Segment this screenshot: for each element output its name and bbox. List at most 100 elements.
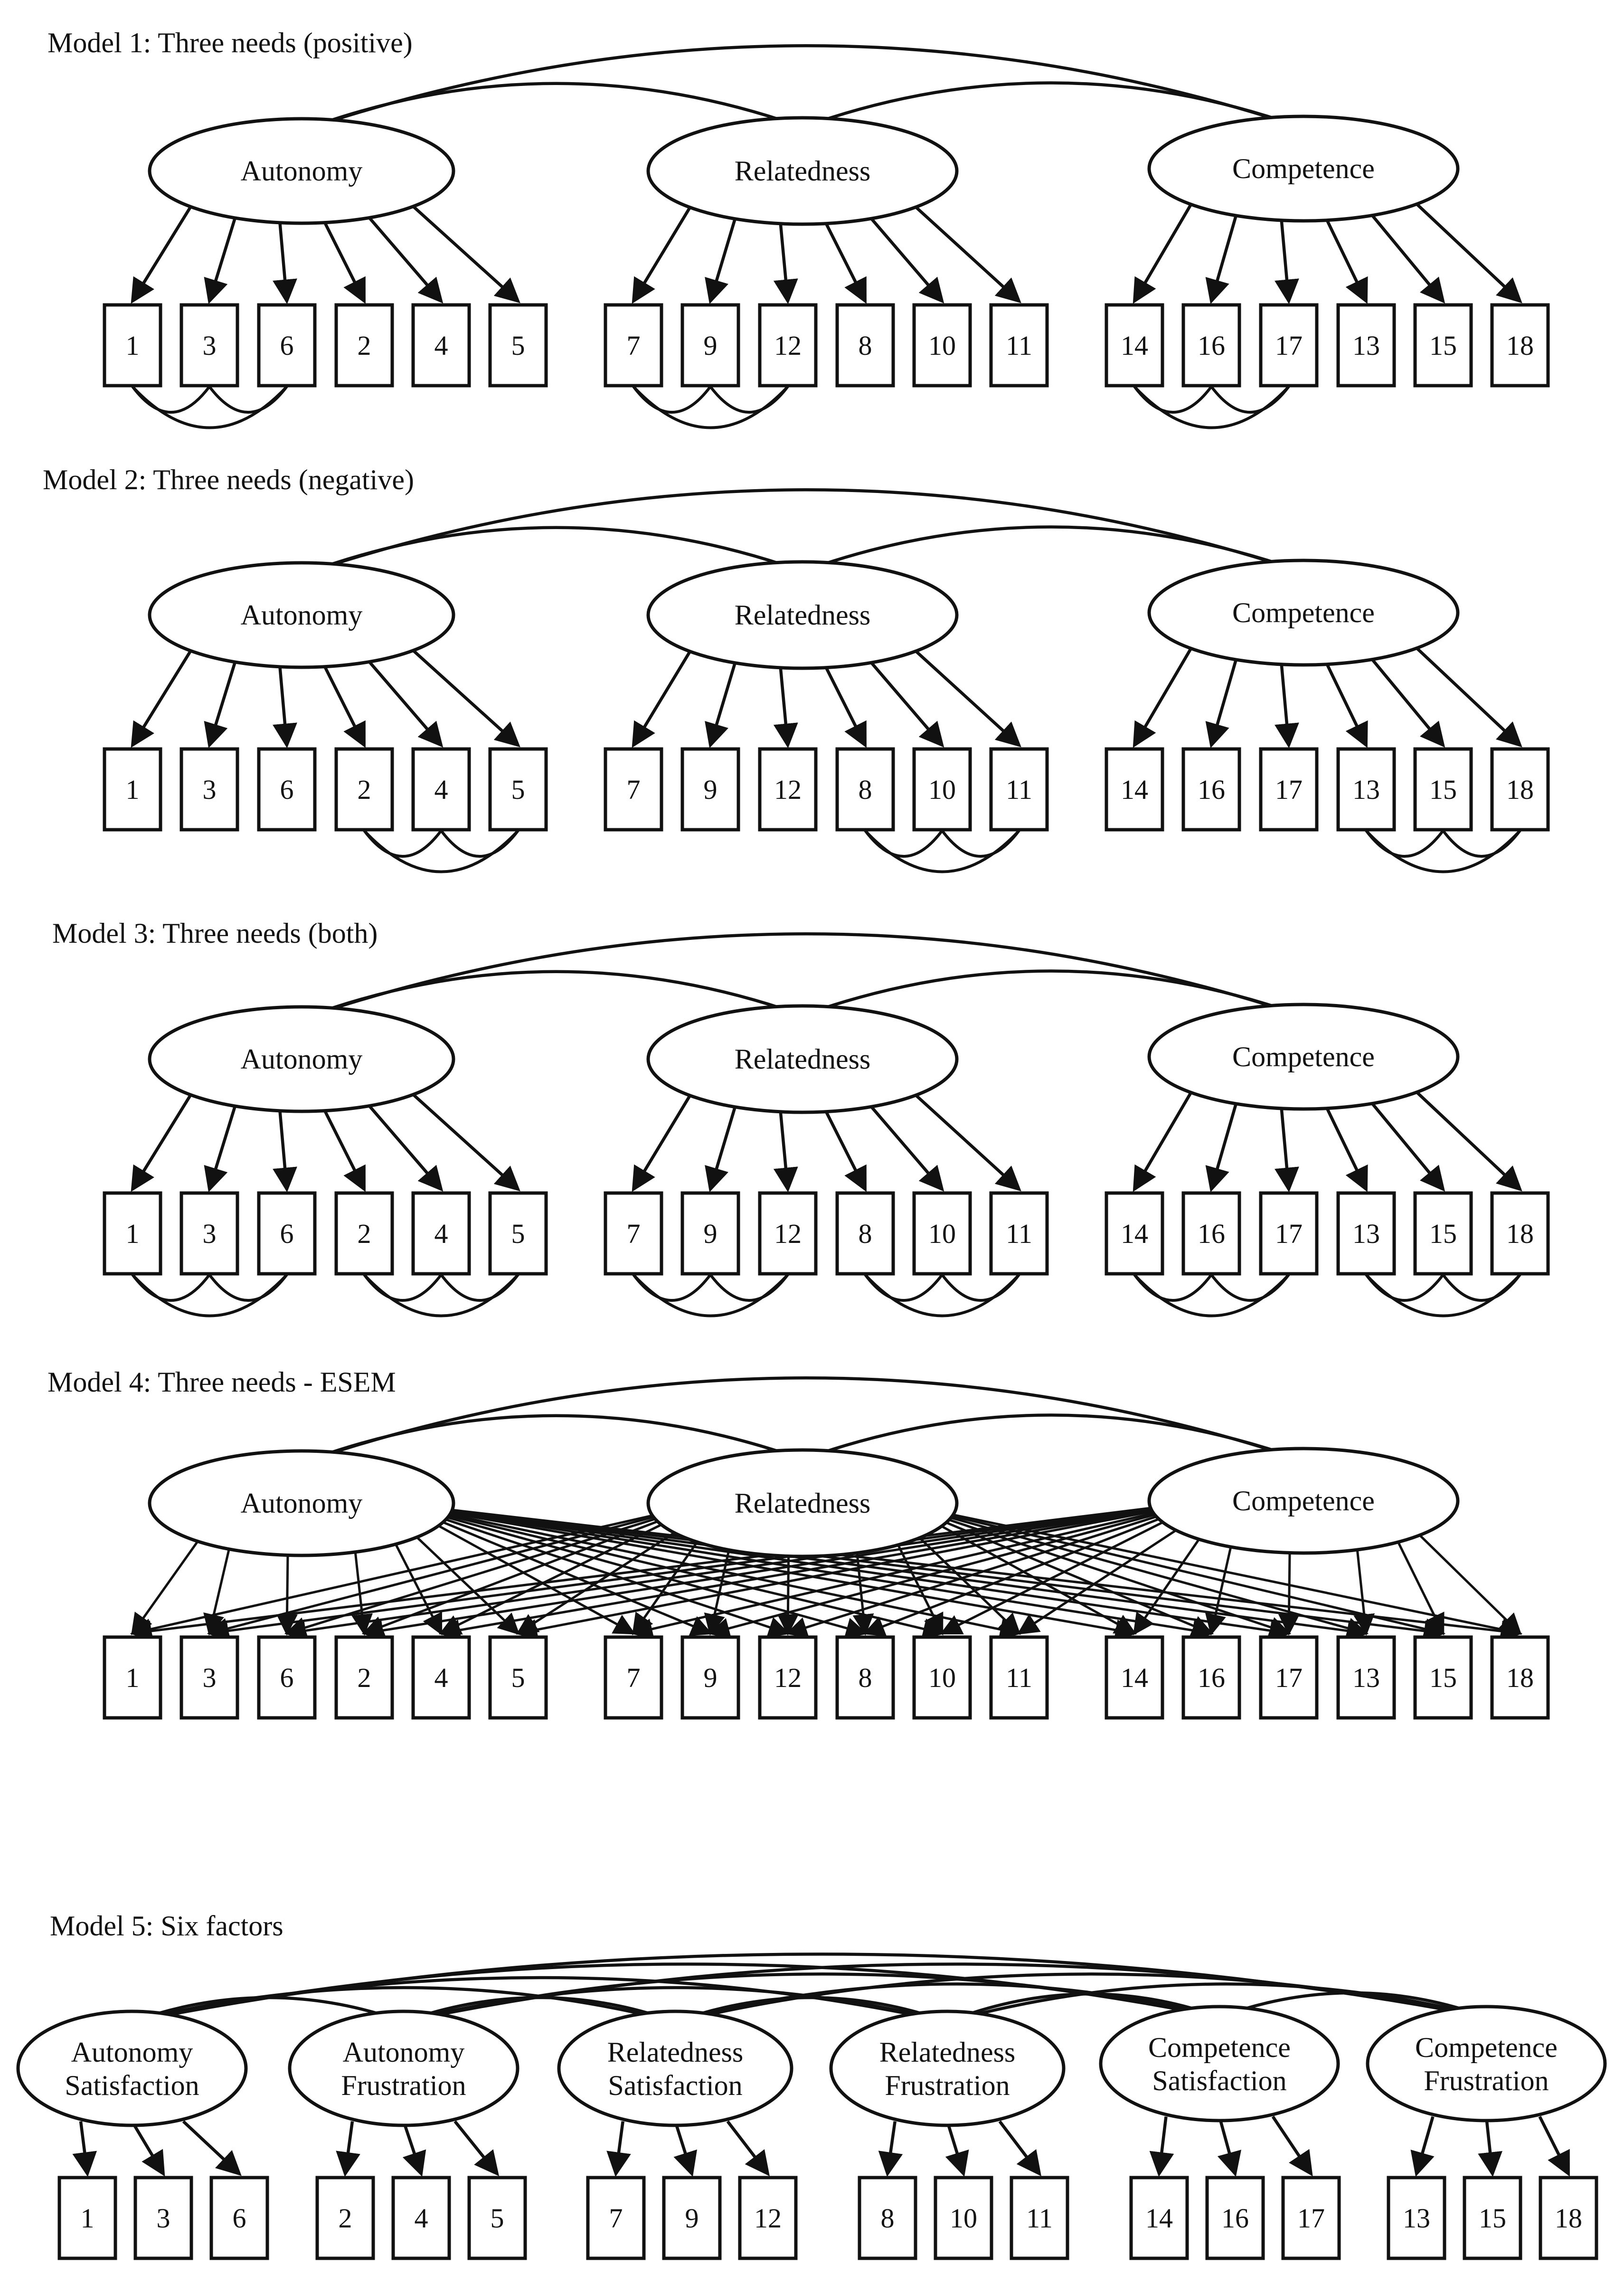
item-label: 2 bbox=[339, 2203, 352, 2234]
item-label: 2 bbox=[358, 330, 371, 361]
item-label: 1 bbox=[81, 2203, 94, 2234]
loading-arrow bbox=[131, 1091, 194, 1192]
loading-arrow bbox=[453, 2120, 500, 2177]
item-box bbox=[835, 747, 895, 832]
item-box bbox=[1490, 303, 1550, 388]
item-label: 2 bbox=[358, 1218, 371, 1249]
item-box bbox=[1413, 1191, 1473, 1276]
residual-correlation-arc bbox=[1133, 1273, 1290, 1317]
cross-loading-arrow bbox=[438, 1511, 1021, 1640]
item-label: 13 bbox=[1352, 1218, 1380, 1249]
item-box bbox=[488, 1191, 548, 1276]
latent-factor-label: Competence bbox=[1232, 1041, 1375, 1072]
residual-correlation-arc bbox=[864, 829, 1020, 873]
residual-correlation-arc bbox=[632, 1273, 789, 1317]
item-label: 8 bbox=[859, 1218, 872, 1249]
loading-arrow bbox=[773, 1109, 798, 1193]
loading-arrow bbox=[912, 1092, 1021, 1192]
cross-loading-arrow bbox=[434, 1517, 713, 1636]
latent-factor-ellipse bbox=[148, 1449, 455, 1557]
loading-arrow bbox=[945, 2121, 969, 2177]
latent-factor-label: Autonomy bbox=[343, 2037, 465, 2068]
cross-loading-arrow bbox=[1394, 1535, 1445, 1636]
latent-factor-label: Satisfaction bbox=[608, 2070, 742, 2101]
item-box bbox=[391, 2176, 451, 2260]
cross-loading-arrow bbox=[940, 1517, 1171, 1635]
loading-arrow bbox=[1275, 1105, 1299, 1193]
loading-arrow bbox=[273, 1108, 297, 1193]
item-box bbox=[912, 303, 972, 388]
model-title: Model 1: Three needs (positive) bbox=[47, 27, 413, 58]
corr-arc-relatedness-competence bbox=[802, 81, 1304, 130]
item-label: 16 bbox=[1198, 1662, 1225, 1693]
item-label: 12 bbox=[774, 1218, 802, 1249]
item-box bbox=[680, 1635, 740, 1720]
item-box bbox=[1490, 747, 1550, 832]
item-label: 8 bbox=[881, 2203, 895, 2234]
loading-arrow bbox=[773, 220, 798, 304]
loading-arrow bbox=[410, 647, 520, 748]
loading-arrow bbox=[1205, 212, 1238, 304]
item-box bbox=[488, 1635, 548, 1720]
item-box bbox=[467, 2176, 527, 2260]
model-title: Model 2: Three needs (negative) bbox=[43, 464, 414, 495]
cross-loading-arrow bbox=[1353, 1545, 1375, 1636]
corr-arc-autonomy-competence bbox=[301, 488, 1304, 577]
item-label: 7 bbox=[609, 2203, 623, 2234]
item-box bbox=[1105, 1635, 1164, 1720]
item-box bbox=[488, 747, 548, 832]
item-label: 13 bbox=[1352, 330, 1380, 361]
latent-factor-label: Relatedness bbox=[879, 2037, 1016, 2068]
item-label: 8 bbox=[859, 774, 872, 805]
item-box bbox=[103, 747, 162, 832]
loading-arrow bbox=[998, 2120, 1041, 2177]
item-label: 16 bbox=[1221, 2203, 1249, 2234]
loading-arrow bbox=[912, 204, 1021, 303]
latent-factor-label: Competence bbox=[1148, 2032, 1291, 2063]
item-box bbox=[179, 1191, 239, 1276]
item-box bbox=[103, 1635, 162, 1720]
item-label: 3 bbox=[203, 1662, 217, 1693]
item-label: 11 bbox=[1006, 1662, 1032, 1693]
cross-loading-arrow bbox=[351, 1548, 373, 1636]
item-label: 4 bbox=[434, 330, 448, 361]
loading-arrow bbox=[705, 216, 737, 304]
item-label: 6 bbox=[280, 774, 294, 805]
loading-arrow bbox=[204, 215, 237, 304]
item-box bbox=[1413, 303, 1473, 388]
corr-arc-relatedness-competence bbox=[802, 969, 1304, 1018]
loading-arrow bbox=[1205, 1100, 1238, 1193]
latent-factor-label: Relatedness bbox=[607, 2037, 744, 2068]
corr-arc-relatedness-competence bbox=[802, 525, 1304, 574]
loading-arrow bbox=[868, 659, 944, 748]
loading-arrow bbox=[1275, 661, 1299, 749]
factor-correlation-arc bbox=[132, 1952, 1487, 2024]
item-box bbox=[1336, 1191, 1396, 1276]
item-box bbox=[758, 747, 818, 832]
item-box bbox=[758, 303, 818, 388]
cross-loading-arrow bbox=[130, 1512, 664, 1640]
latent-factor-label: Relatedness bbox=[735, 1488, 871, 1519]
loading-arrow bbox=[273, 663, 297, 749]
item-box bbox=[1181, 1635, 1241, 1720]
item-label: 10 bbox=[950, 2203, 977, 2234]
loading-arrow bbox=[204, 1103, 237, 1193]
cross-loading-arrow bbox=[207, 1506, 1163, 1642]
item-box bbox=[662, 2176, 722, 2260]
loading-arrow bbox=[410, 1091, 520, 1192]
loading-arrow bbox=[366, 1102, 444, 1192]
item-box bbox=[57, 2176, 117, 2260]
item-box bbox=[758, 1635, 818, 1720]
latent-factor-ellipse bbox=[829, 2009, 1066, 2127]
latent-factor-label: Frustration bbox=[885, 2070, 1010, 2101]
item-box bbox=[1181, 1191, 1241, 1276]
latent-factor-label: Satisfaction bbox=[1152, 2065, 1286, 2096]
item-box bbox=[103, 1191, 162, 1276]
item-box bbox=[411, 1191, 471, 1276]
loading-arrow bbox=[1205, 656, 1238, 749]
factor-correlation-arc bbox=[674, 1996, 948, 2024]
item-box bbox=[835, 303, 895, 388]
residual-correlation-arc bbox=[131, 385, 288, 429]
loading-arrow bbox=[366, 214, 444, 303]
loading-arrow bbox=[673, 2121, 698, 2177]
